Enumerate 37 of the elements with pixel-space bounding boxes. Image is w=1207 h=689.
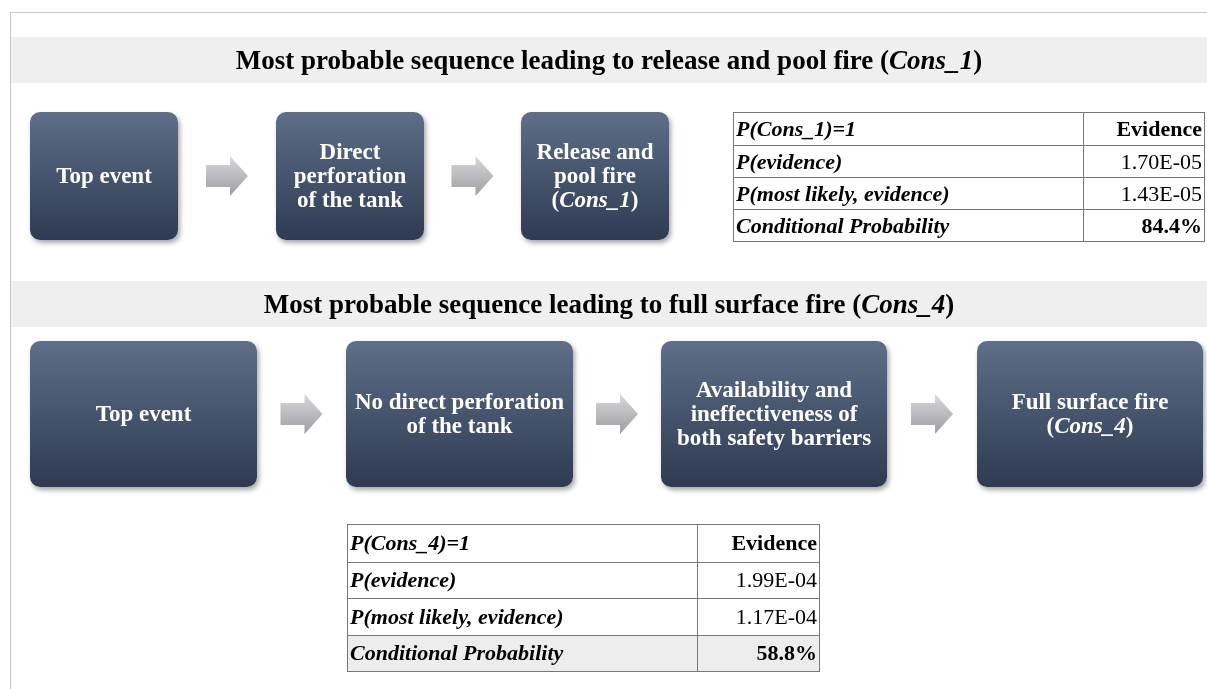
box-label: Top event bbox=[95, 401, 192, 427]
box-label: Top event bbox=[56, 163, 152, 189]
box-label: Release and pool fire (Cons_1) bbox=[535, 139, 655, 213]
table-cell-text: Conditional Probability bbox=[350, 642, 564, 665]
table-cell-text: P(Cons_4)=1 bbox=[350, 532, 471, 555]
table-cell-text: 1.70E-05 bbox=[1120, 150, 1202, 173]
table-cell-text: P(evidence) bbox=[736, 150, 843, 173]
block-arrow bbox=[206, 156, 248, 196]
table-cell-text: 58.8% bbox=[756, 642, 817, 665]
process-box bbox=[661, 341, 887, 487]
box-label: Full surface fire (Cons_4) bbox=[1010, 389, 1170, 439]
table-cell-text: Evidence bbox=[731, 532, 817, 555]
table-cell-text: P(most likely, evidence) bbox=[736, 182, 950, 205]
process-box bbox=[30, 341, 257, 487]
process-box bbox=[30, 112, 178, 240]
process-box bbox=[977, 341, 1203, 487]
section-heading-band: Most probable sequence leading to release and pool fire (Cons_1) bbox=[11, 37, 1207, 83]
block-arrow bbox=[911, 394, 953, 434]
section-heading-band: Most probable sequence leading to full surface fire (Cons_4) bbox=[11, 281, 1207, 327]
box-label: Direct perforation of the tank bbox=[292, 139, 408, 213]
block-arrow bbox=[451, 156, 494, 196]
table-cell-text: P(most likely, evidence) bbox=[350, 605, 564, 628]
process-box bbox=[346, 341, 573, 487]
table-cell-text: Conditional Probability bbox=[736, 214, 950, 237]
table-cell-text: P(evidence) bbox=[350, 569, 457, 592]
table-cell-text: Evidence bbox=[1116, 118, 1202, 140]
table-cell-text: P(Cons_1)=1 bbox=[736, 118, 857, 140]
table-cell-text: 1.17E-04 bbox=[735, 605, 817, 628]
block-arrow bbox=[596, 394, 638, 434]
table-cell-text: 1.99E-04 bbox=[735, 569, 817, 592]
process-box bbox=[521, 112, 669, 240]
process-box bbox=[276, 112, 424, 240]
box-label: Availability and ineffectiveness of both safety barriers bbox=[675, 377, 873, 451]
table-cell-text: 84.4% bbox=[1141, 214, 1202, 237]
block-arrow bbox=[280, 394, 323, 434]
table-cell-text: 1.43E-05 bbox=[1120, 182, 1202, 205]
box-label: No direct perforation of the tank bbox=[354, 389, 565, 439]
